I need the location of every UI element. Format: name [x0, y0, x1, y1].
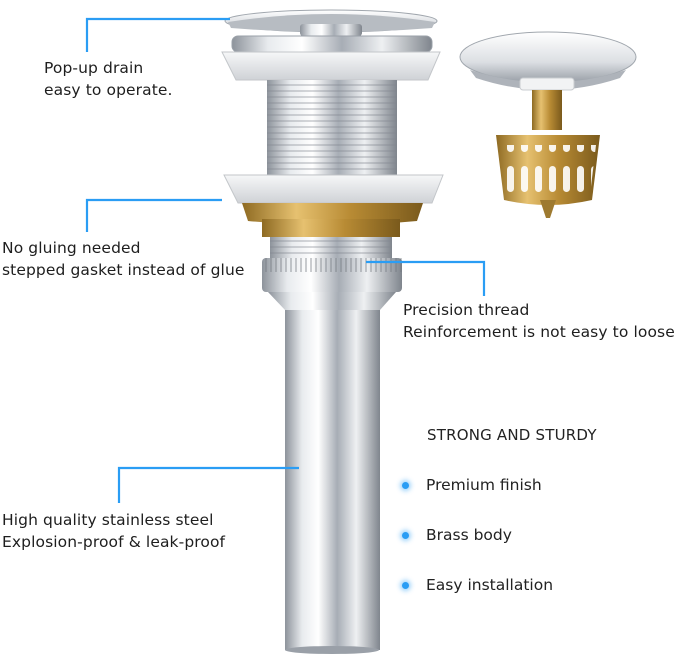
feature-item: Easy installation — [400, 576, 553, 594]
callout-subtitle: Explosion-proof & leak-proof — [2, 533, 226, 551]
feature-label: Premium finish — [426, 476, 542, 494]
callout-subtitle: easy to operate. — [44, 81, 173, 99]
feature-item: Premium finish — [400, 476, 542, 494]
bullet-dot-icon — [402, 582, 409, 589]
feature-label: Brass body — [426, 526, 512, 544]
callout-stainless-steel: High quality stainless steel Explosion-p… — [2, 509, 225, 553]
features-heading: STRONG AND STURDY — [427, 426, 597, 444]
callout-title: Pop-up drain — [44, 59, 144, 77]
callout-subtitle: Reinforcement is not easy to loose — [403, 323, 675, 341]
callout-title: Precision thread — [403, 301, 530, 319]
bullet-dot-icon — [402, 482, 409, 489]
callout-title: No gluing needed — [2, 239, 141, 257]
feature-label: Easy installation — [426, 576, 554, 594]
callout-precision-thread: Precision thread Reinforcement is not ea… — [403, 299, 675, 343]
callout-title: High quality stainless steel — [2, 511, 214, 529]
feature-item: Brass body — [400, 526, 512, 544]
callout-subtitle: stepped gasket instead of glue — [2, 261, 245, 279]
callout-pop-up-drain: Pop-up drain easy to operate. — [44, 57, 173, 101]
callout-no-gluing: No gluing needed stepped gasket instead … — [2, 237, 245, 281]
bullet-dot-icon — [402, 532, 409, 539]
